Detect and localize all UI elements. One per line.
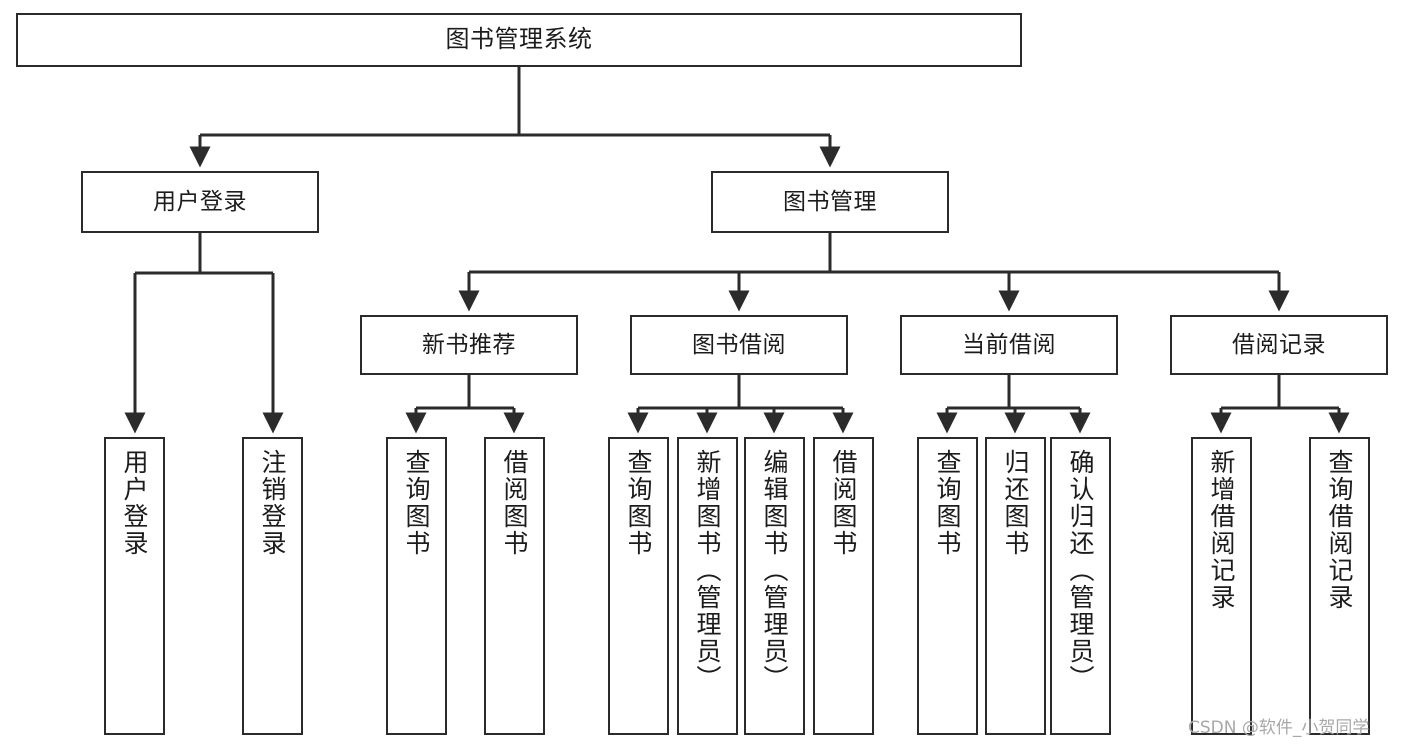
node-leaf-query-book-2[interactable]: 查询图书 [608,437,669,735]
node-leaf-edit-book[interactable]: 编辑图书（管理员） [744,437,805,735]
node-new-book-recommend-label: 新书推荐 [422,331,516,358]
node-leaf-add-borrow-record-label: 新增借阅记录 [1207,449,1236,611]
node-borrow-record[interactable]: 借阅记录 [1170,315,1388,375]
node-leaf-edit-book-label: 编辑图书（管理员） [760,449,789,692]
node-leaf-confirm-return-label: 确认归还（管理员） [1066,449,1095,692]
node-leaf-user-logout-label: 注销登录 [258,449,287,557]
node-leaf-confirm-return[interactable]: 确认归还（管理员） [1050,437,1111,735]
node-leaf-user-login[interactable]: 用户登录 [104,437,165,735]
node-leaf-add-book-label: 新增图书（管理员） [693,449,722,692]
node-book-borrow[interactable]: 图书借阅 [630,315,848,375]
node-book-manage[interactable]: 图书管理 [711,171,949,233]
node-leaf-query-book-1[interactable]: 查询图书 [386,437,447,735]
node-leaf-borrow-book-2[interactable]: 借阅图书 [813,437,874,735]
node-book-manage-label: 图书管理 [783,188,877,215]
node-leaf-borrow-book-1-label: 借阅图书 [500,449,529,557]
node-leaf-user-login-label: 用户登录 [120,449,149,557]
watermark-text: CSDN @软件_小贺同学 [1188,718,1370,738]
node-leaf-borrow-book-1[interactable]: 借阅图书 [484,437,545,735]
node-current-borrow-label: 当前借阅 [962,331,1056,358]
node-root[interactable]: 图书管理系统 [16,13,1022,67]
node-leaf-return-book-label: 归还图书 [1001,449,1030,557]
node-leaf-return-book[interactable]: 归还图书 [985,437,1046,735]
node-leaf-query-book-3[interactable]: 查询图书 [917,437,978,735]
node-leaf-borrow-book-2-label: 借阅图书 [829,449,858,557]
node-leaf-query-book-3-label: 查询图书 [933,449,962,557]
node-user-login[interactable]: 用户登录 [81,171,319,233]
node-user-login-label: 用户登录 [153,188,247,215]
node-new-book-recommend[interactable]: 新书推荐 [360,315,578,375]
node-root-label: 图书管理系统 [445,25,593,54]
node-leaf-query-book-2-label: 查询图书 [624,449,653,557]
node-leaf-user-logout[interactable]: 注销登录 [242,437,303,735]
node-leaf-add-book[interactable]: 新增图书（管理员） [677,437,738,735]
node-leaf-query-borrow-record[interactable]: 查询借阅记录 [1309,437,1370,735]
node-leaf-add-borrow-record[interactable]: 新增借阅记录 [1191,437,1252,735]
node-borrow-record-label: 借阅记录 [1232,331,1326,358]
node-leaf-query-borrow-record-label: 查询借阅记录 [1325,449,1354,611]
node-current-borrow[interactable]: 当前借阅 [900,315,1118,375]
node-book-borrow-label: 图书借阅 [692,331,786,358]
node-leaf-query-book-1-label: 查询图书 [402,449,431,557]
